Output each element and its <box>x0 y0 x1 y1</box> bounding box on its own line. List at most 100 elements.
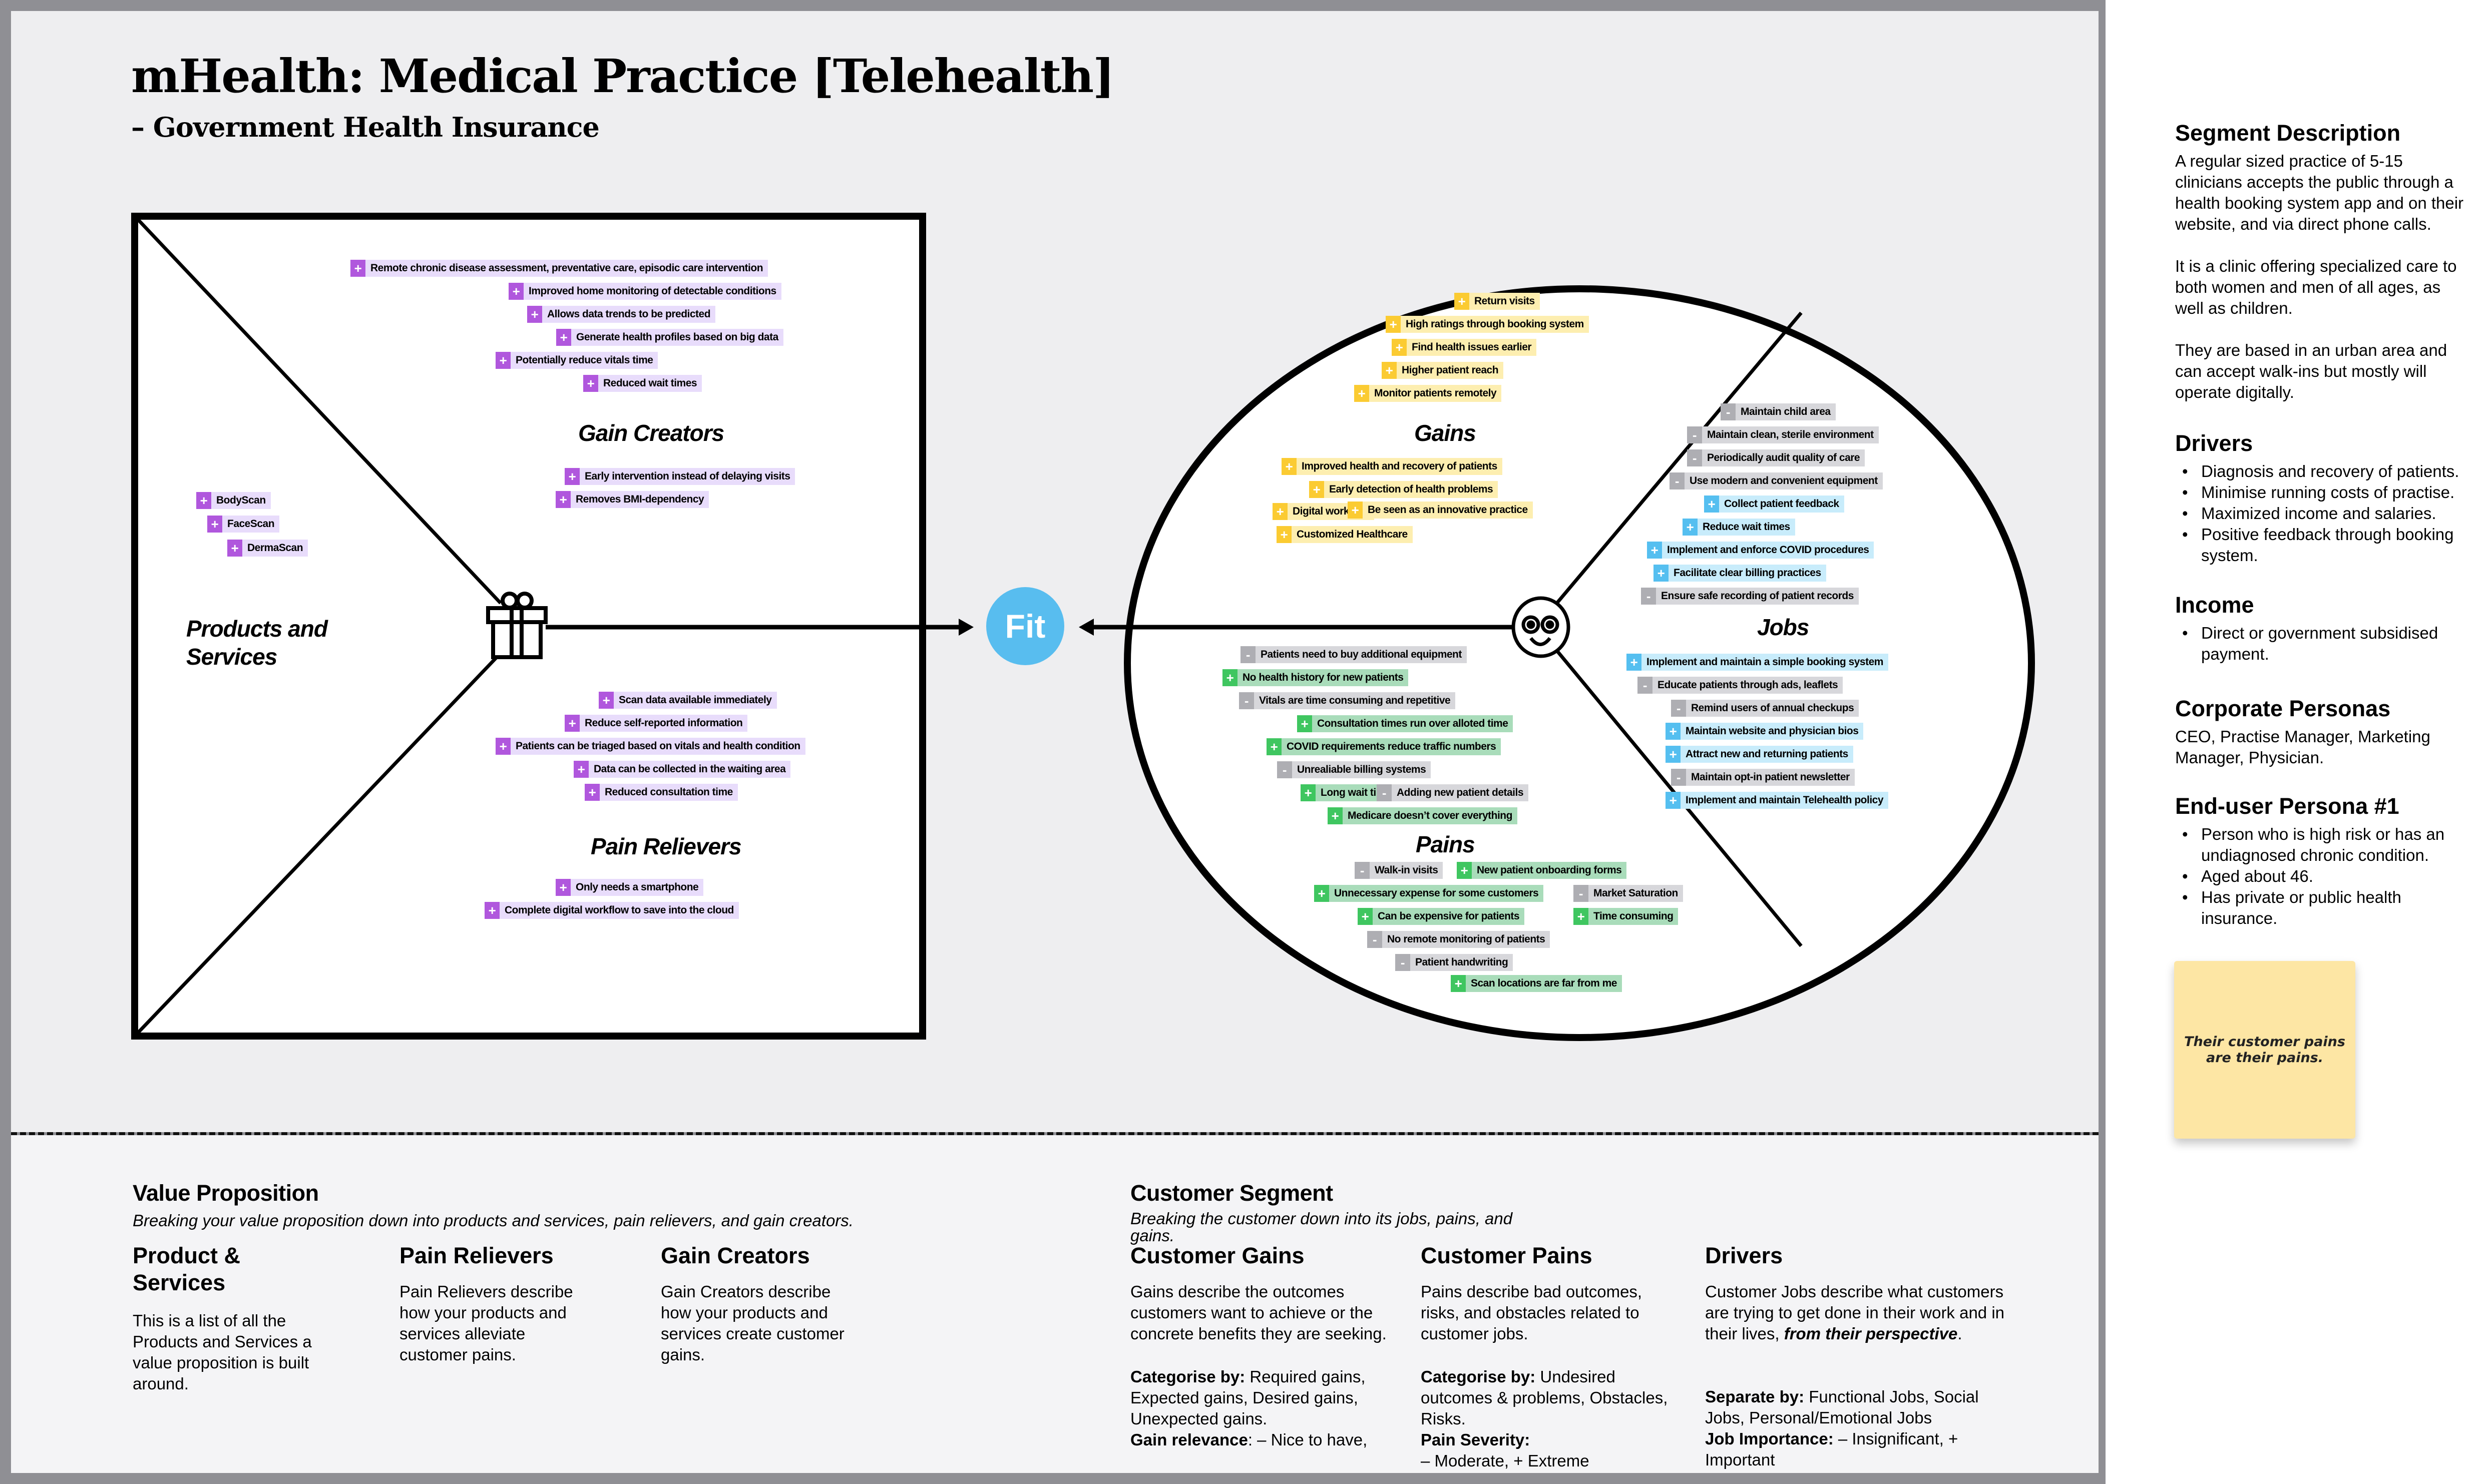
job-chip[interactable]: -Use modern and convenient equipment <box>1670 472 1883 489</box>
chip-label: Patients can be triaged based on vitals … <box>511 738 805 755</box>
gain-chip[interactable]: +Monitor patients remotely <box>1354 385 1502 402</box>
gain-chip[interactable]: +Improved health and recovery of patient… <box>1282 458 1502 475</box>
job-chip[interactable]: -Maintain clean, sterile environment <box>1687 426 1879 443</box>
pain-chip[interactable]: -Patients need to buy additional equipme… <box>1240 646 1467 663</box>
legend-drivers-sep-text: Functional Jobs, Social Jobs, Personal/E… <box>1705 1387 1979 1427</box>
gain-chip[interactable]: +Higher patient reach <box>1382 362 1504 379</box>
gain-creator-chip[interactable]: +Potentially reduce vitals time <box>496 352 658 369</box>
legend-products-heading: Product & Services <box>133 1243 241 1295</box>
pain-chip[interactable]: +Time consuming <box>1573 908 1679 925</box>
pain-chip[interactable]: -Patient handwriting <box>1395 954 1513 971</box>
job-chip[interactable]: +Implement and enforce COVID procedures <box>1647 542 1874 559</box>
pain-chip[interactable]: +Medicare doesn’t cover everything <box>1328 807 1517 824</box>
gain-creator-chip[interactable]: +Reduced wait times <box>583 375 702 392</box>
chip-label: No health history for new patients <box>1237 669 1409 686</box>
gain-creator-chip[interactable]: +Allows data trends to be predicted <box>527 306 716 323</box>
gain-creator-chip[interactable]: +Removes BMI-dependency <box>556 491 709 508</box>
gain-creator-chip[interactable]: +Generate health profiles based on big d… <box>556 329 783 346</box>
chip-label: Periodically audit quality of care <box>1702 449 1865 466</box>
chip-label: Patient handwriting <box>1410 954 1513 971</box>
pain-reliever-chip[interactable]: +Only needs a smartphone <box>556 879 704 896</box>
pain-chip[interactable]: +Consultation times run over alloted tim… <box>1297 715 1513 732</box>
job-chip[interactable]: +Attract new and returning patients <box>1666 746 1853 763</box>
gain-chip[interactable]: +Be seen as an innovative practice <box>1348 502 1533 519</box>
minus-icon: - <box>1395 954 1410 971</box>
pain-chip[interactable]: +COVID requirements reduce traffic numbe… <box>1267 738 1501 755</box>
gain-chip[interactable]: +Customized Healthcare <box>1277 526 1413 543</box>
chip-label: Walk-in visits <box>1370 862 1443 879</box>
pain-chip[interactable]: -Walk-in visits <box>1355 862 1443 879</box>
chip-label: Scan locations are far from me <box>1466 975 1622 992</box>
legend-drivers-heading: Drivers <box>1705 1243 1783 1268</box>
minus-icon: - <box>1367 931 1382 948</box>
job-chip[interactable]: +Reduce wait times <box>1683 519 1795 536</box>
chip-label: Ensure safe recording of patient records <box>1656 588 1859 605</box>
legend-cs-heading: Customer Segment <box>1130 1180 1333 1206</box>
sticky-note[interactable]: Their customer pains are their pains. <box>2174 961 2355 1139</box>
pain-chip[interactable]: +Scan locations are far from me <box>1451 975 1622 992</box>
segment-description-p3: They are based in an urban area and can … <box>2175 341 2447 401</box>
gain-chip[interactable]: +Early detection of health problems <box>1309 481 1498 498</box>
pain-chip[interactable]: +Unnecessary expense for some customers <box>1314 885 1544 902</box>
plus-icon: + <box>1647 542 1662 559</box>
gain-creator-chip[interactable]: +Improved home monitoring of detectable … <box>509 283 781 300</box>
minus-icon: - <box>1240 646 1256 663</box>
pain-reliever-chip[interactable]: +Scan data available immediately <box>599 692 777 709</box>
job-chip[interactable]: +Facilitate clear billing practices <box>1653 565 1826 582</box>
pain-chip[interactable]: +No health history for new patients <box>1222 669 1409 686</box>
chip-label: Implement and enforce COVID procedures <box>1662 542 1874 559</box>
pain-chip[interactable]: -Market Saturation <box>1573 885 1683 902</box>
chip-label: Collect patient feedback <box>1719 496 1844 513</box>
label-jobs: Jobs <box>1757 614 1809 640</box>
product-chip[interactable]: +DermaScan <box>227 540 308 557</box>
job-chip[interactable]: +Collect patient feedback <box>1704 496 1844 513</box>
gain-creator-chip[interactable]: +Remote chronic disease assessment, prev… <box>350 260 768 277</box>
pain-chip[interactable]: -No remote monitoring of patients <box>1367 931 1550 948</box>
pain-chip[interactable]: -Vitals are time consuming and repetitiv… <box>1239 692 1456 709</box>
gain-creator-chip[interactable]: +Early intervention instead of delaying … <box>565 468 795 485</box>
chip-label: Implement and maintain Telehealth policy <box>1681 792 1889 809</box>
gain-chip[interactable]: +Return visits <box>1454 293 1540 310</box>
minus-icon: - <box>1687 449 1702 466</box>
chip-label: Can be expensive for patients <box>1373 908 1525 925</box>
plus-icon: + <box>350 260 365 277</box>
pain-chip[interactable]: +Can be expensive for patients <box>1358 908 1525 925</box>
segment-description-p1: A regular sized practice of 5-15 clinici… <box>2175 152 2464 233</box>
pain-chip[interactable]: +New patient onboarding forms <box>1457 862 1627 879</box>
chip-label: Early intervention instead of delaying v… <box>580 468 795 485</box>
plus-icon: + <box>1354 385 1369 402</box>
chip-label: Allows data trends to be predicted <box>542 306 716 323</box>
pain-reliever-chip[interactable]: +Data can be collected in the waiting ar… <box>574 761 791 778</box>
job-chip[interactable]: -Periodically audit quality of care <box>1687 449 1865 466</box>
gain-chip[interactable]: +High ratings through booking system <box>1386 316 1589 333</box>
job-chip[interactable]: -Ensure safe recording of patient record… <box>1641 588 1859 605</box>
label-gain-creators: Gain Creators <box>578 420 724 446</box>
job-chip[interactable]: +Implement and maintain Telehealth polic… <box>1666 792 1889 809</box>
chip-label: High ratings through booking system <box>1401 316 1589 333</box>
chip-label: Use modern and convenient equipment <box>1685 472 1883 489</box>
minus-icon: - <box>1641 588 1656 605</box>
minus-icon: - <box>1637 677 1652 694</box>
pain-reliever-chip[interactable]: +Complete digital workflow to save into … <box>485 902 739 919</box>
job-chip[interactable]: -Educate patients through ads, leaflets <box>1637 677 1843 694</box>
chip-label: Monitor patients remotely <box>1369 385 1502 402</box>
job-chip[interactable]: -Maintain child area <box>1721 403 1836 420</box>
chip-label: Improved home monitoring of detectable c… <box>524 283 781 300</box>
job-chip[interactable]: +Maintain website and physician bios <box>1666 723 1864 740</box>
product-chip[interactable]: +BodyScan <box>196 492 271 509</box>
pain-reliever-chip[interactable]: +Reduced consultation time <box>585 784 738 801</box>
plus-icon: + <box>527 306 542 323</box>
chip-label: Reduce self-reported information <box>580 715 748 732</box>
plus-icon: + <box>1626 654 1641 671</box>
pain-reliever-chip[interactable]: +Patients can be triaged based on vitals… <box>496 738 805 755</box>
pain-chip[interactable]: -Unrealiable billing systems <box>1277 761 1431 778</box>
pain-reliever-chip[interactable]: +Reduce self-reported information <box>565 715 748 732</box>
chip-label: Market Saturation <box>1588 885 1683 902</box>
pain-chip[interactable]: -Adding new patient details <box>1377 784 1529 801</box>
gain-chip[interactable]: +Find health issues earlier <box>1392 339 1537 356</box>
income-list: Direct or government subsidised payment. <box>2175 623 2470 665</box>
job-chip[interactable]: -Maintain opt-in patient newsletter <box>1671 769 1855 786</box>
job-chip[interactable]: -Remind users of annual checkups <box>1671 700 1859 717</box>
product-chip[interactable]: +FaceScan <box>207 516 280 533</box>
job-chip[interactable]: +Implement and maintain a simple booking… <box>1626 654 1888 671</box>
